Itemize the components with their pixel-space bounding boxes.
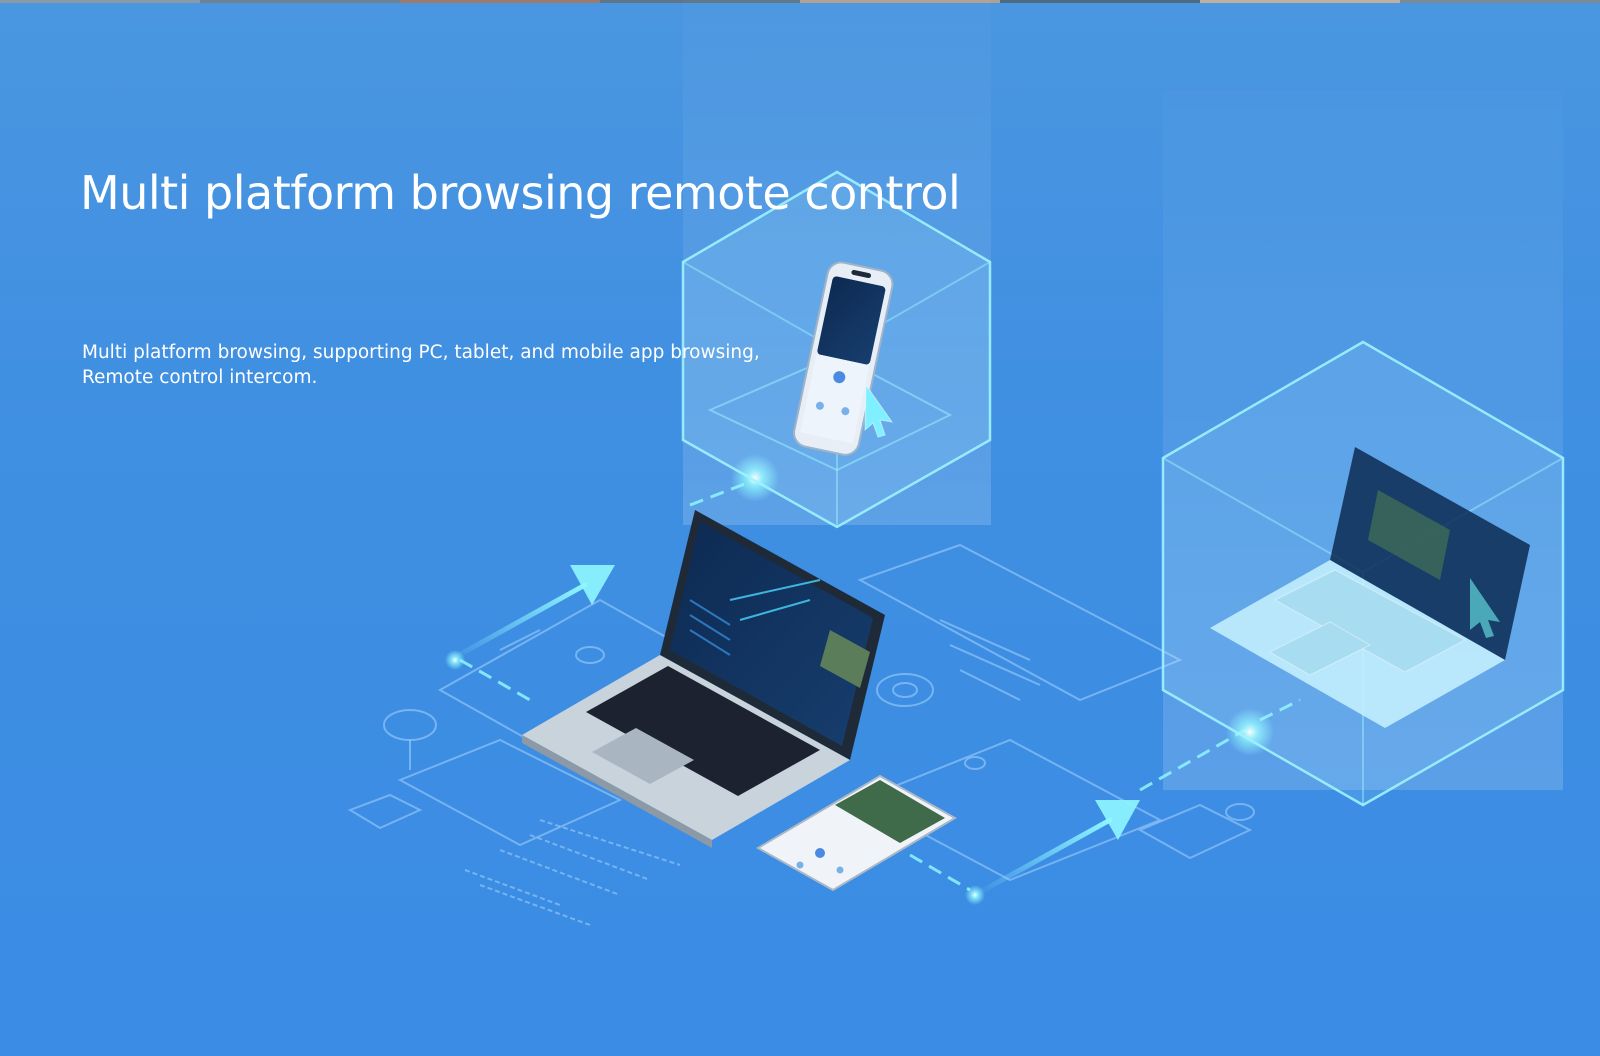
phone-lying-icon bbox=[755, 774, 958, 892]
laptop-device-icon bbox=[522, 510, 885, 848]
phone-device-icon bbox=[793, 261, 894, 456]
glow-node-left bbox=[445, 650, 465, 670]
hero-title: Multi platform browsing remote control bbox=[80, 166, 961, 220]
hero-description-line-1: Multi platform browsing, supporting PC, … bbox=[82, 342, 760, 363]
cursor-icon-right bbox=[1470, 578, 1500, 638]
glow-node-right bbox=[1226, 708, 1274, 756]
cursor-icon bbox=[864, 383, 894, 438]
glow-node-top bbox=[731, 454, 779, 502]
arrow-icon-left bbox=[447, 565, 615, 663]
arrow-icon-right bbox=[972, 800, 1140, 898]
circuit-lines bbox=[347, 543, 1255, 882]
dotted-code-lines bbox=[464, 819, 681, 926]
glow-node-bottom bbox=[965, 885, 985, 905]
hero-description-line-2: Remote control intercom. bbox=[82, 367, 318, 388]
hero-description: Multi platform browsing, supporting PC, … bbox=[82, 340, 760, 390]
